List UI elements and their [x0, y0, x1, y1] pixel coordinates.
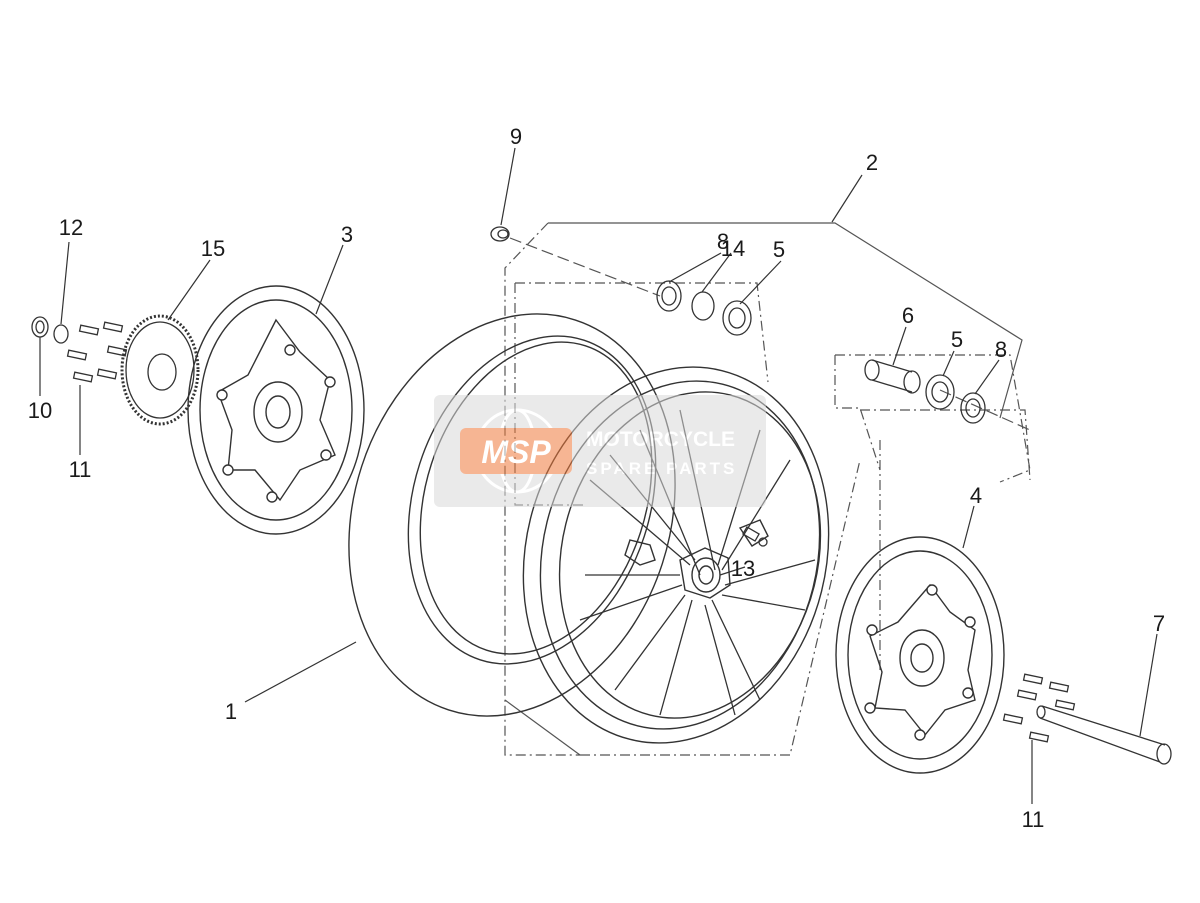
part-label-5-right: 5 — [951, 327, 963, 352]
abs-tone-ring — [120, 314, 200, 426]
part-labels: 1 2 3 4 5 5 6 7 8 8 9 10 11 11 12 13 14 … — [28, 124, 1165, 832]
small-parts — [31, 226, 1172, 765]
tire — [348, 313, 676, 717]
circlip — [691, 291, 715, 321]
valve — [742, 526, 768, 547]
part-label-6: 6 — [902, 303, 914, 328]
part-label-5-left: 5 — [773, 237, 785, 262]
watermark-line2: SPARE PARTS — [586, 459, 737, 478]
brake-disc-right — [835, 536, 1005, 774]
part-label-3: 3 — [341, 222, 353, 247]
bolts-left — [66, 321, 128, 383]
spacer — [490, 226, 510, 242]
brake-disc-left — [187, 285, 365, 535]
assembly-outline — [504, 222, 1031, 756]
part-label-11-left: 11 — [69, 457, 92, 482]
part-label-8-right: 8 — [995, 337, 1007, 362]
part-label-10: 10 — [28, 398, 52, 423]
washer — [53, 324, 69, 344]
watermark-line1: MOTORCYCLE — [586, 428, 735, 451]
part-label-7: 7 — [1153, 611, 1165, 636]
bearing-right — [925, 374, 955, 410]
disc-bolts-left — [216, 344, 336, 503]
part-label-12: 12 — [59, 215, 83, 240]
watermark-background — [434, 395, 766, 507]
axle — [1036, 705, 1172, 765]
part-label-2: 2 — [866, 150, 878, 175]
watermark: MSP MOTORCYCLE SPARE PARTS — [434, 395, 766, 507]
part-label-1: 1 — [225, 699, 237, 724]
watermark-logo-text: MSP — [481, 434, 551, 470]
part-label-14: 14 — [721, 236, 745, 261]
bolts-right — [1002, 673, 1076, 743]
seal-left — [656, 280, 682, 312]
nut — [31, 316, 49, 338]
part-label-4: 4 — [970, 483, 982, 508]
leader-lines — [39, 147, 1158, 804]
watermark-logo-badge — [460, 428, 572, 474]
part-label-13: 13 — [731, 556, 755, 581]
bearing-left — [722, 300, 752, 336]
spacer-tube — [864, 359, 921, 394]
seal-right — [960, 392, 986, 424]
part-label-9: 9 — [510, 124, 522, 149]
part-label-8-left: 8 — [717, 229, 729, 254]
disc-bolts-right — [864, 584, 976, 741]
part-label-15: 15 — [201, 236, 225, 261]
part-label-11-right: 11 — [1022, 807, 1045, 832]
